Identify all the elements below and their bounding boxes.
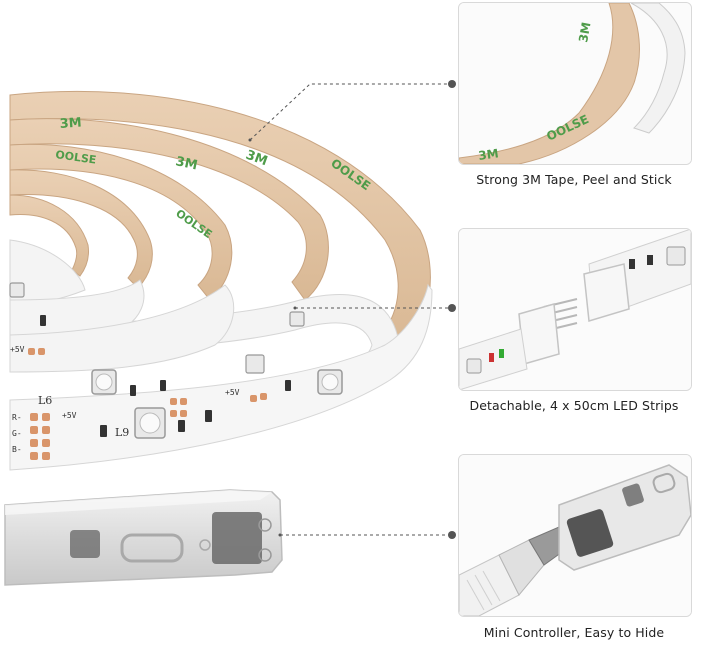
caption-strips: Detachable, 4 x 50cm LED Strips [469, 398, 679, 413]
svg-text:3M: 3M [174, 154, 199, 173]
svg-text:L6: L6 [38, 394, 52, 407]
svg-text:+5V: +5V [225, 388, 240, 397]
svg-text:L9: L9 [115, 426, 129, 439]
smd-resistors [40, 315, 291, 437]
svg-text:3M: 3M [244, 148, 270, 170]
feature-panel-tape: 3M OOLSE 3M [458, 2, 692, 165]
adhesive-tape-icon: 3M OOLSE 3M [459, 3, 691, 164]
svg-text:+5V: +5V [10, 345, 25, 354]
svg-text:OOLSE: OOLSE [55, 148, 98, 167]
svg-text:3M: 3M [59, 115, 82, 131]
controller-icon [459, 455, 691, 616]
feature-panel-strips [458, 228, 692, 391]
svg-text:G-: G- [12, 429, 22, 438]
svg-text:3M: 3M [576, 21, 593, 43]
feature-panel-controller [458, 454, 692, 617]
svg-text:R-: R- [12, 413, 22, 422]
pcb-silkscreen: R- G- B- +5V +5V +5V L6 L9 [10, 345, 240, 454]
caption-controller: Mini Controller, Easy to Hide [483, 625, 665, 640]
svg-text:+5V: +5V [62, 411, 77, 420]
svg-text:3M: 3M [477, 146, 499, 163]
mini-controller [4, 489, 283, 586]
svg-text:B-: B- [12, 445, 22, 454]
rgb-leds [9, 282, 343, 439]
copper-pads [28, 348, 267, 460]
connector-icon [459, 229, 691, 390]
led-strip-coil-photo: 3M 3M 3M OOLSE OOLSE OOLSE [4, 90, 433, 586]
caption-tape: Strong 3M Tape, Peel and Stick [476, 172, 672, 187]
